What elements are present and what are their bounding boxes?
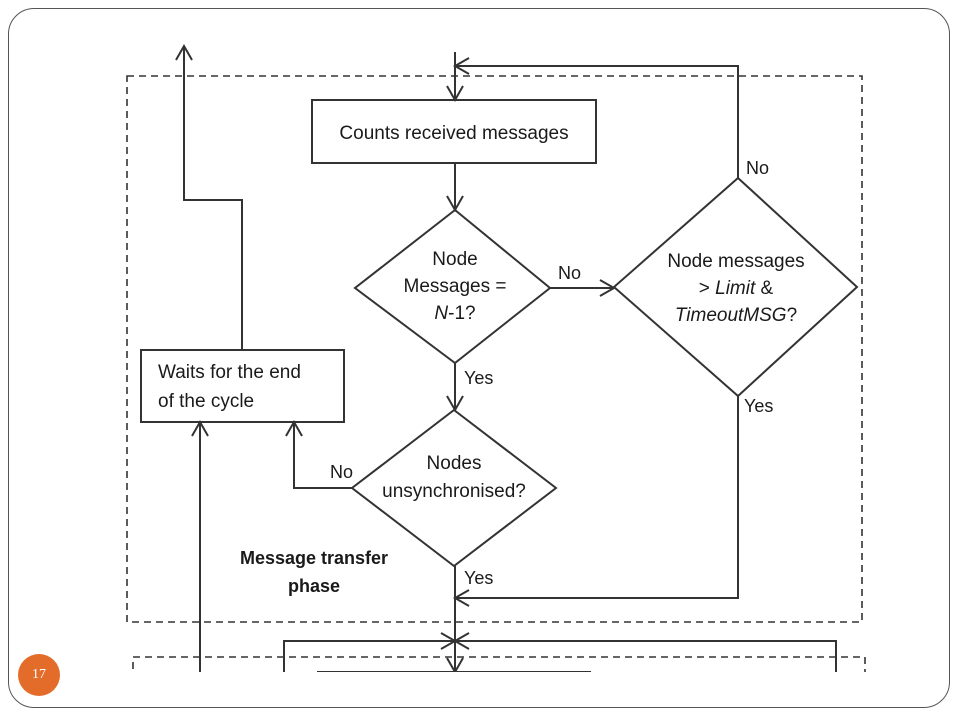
slide-frame xyxy=(8,8,950,708)
process-counts-label: Counts received messages xyxy=(339,123,568,144)
decision-node-messages-line-3: N-1? xyxy=(434,303,475,324)
decision-node-messages-line-1: Node xyxy=(432,249,477,270)
decision-node-messages-line-2: Messages = xyxy=(404,276,507,297)
decision-unsync-line-2: unsynchronised? xyxy=(382,481,526,502)
phase-boundary-message-transfer xyxy=(126,75,863,623)
label-no-loop-back: No xyxy=(746,158,769,178)
decision-unsync-line-1: Nodes xyxy=(427,453,482,474)
decision-limit-line-3: TimeoutMSG? xyxy=(675,305,797,326)
label-yes-from-limit: Yes xyxy=(744,396,773,416)
phase-label-line-1: Message transfer xyxy=(240,548,388,568)
process-box-next-phase xyxy=(317,671,591,672)
process-waits-line-1: Waits for the end xyxy=(158,362,301,383)
phase-boundary-next xyxy=(132,656,866,672)
label-yes-from-node-messages: Yes xyxy=(464,368,493,388)
page-number-badge: 17 xyxy=(18,654,60,696)
connector-lines xyxy=(183,46,837,672)
decision-limit-line-1: Node messages xyxy=(667,251,804,272)
phase-label-line-2: phase xyxy=(288,576,340,596)
decision-limit-line-2: > Limit & xyxy=(699,278,774,299)
label-no-to-limit: No xyxy=(558,263,581,283)
arrowheads xyxy=(175,43,617,672)
process-waits-line-2: of the cycle xyxy=(158,391,254,412)
label-yes-from-unsync: Yes xyxy=(464,568,493,588)
label-no-from-unsync: No xyxy=(330,462,353,482)
